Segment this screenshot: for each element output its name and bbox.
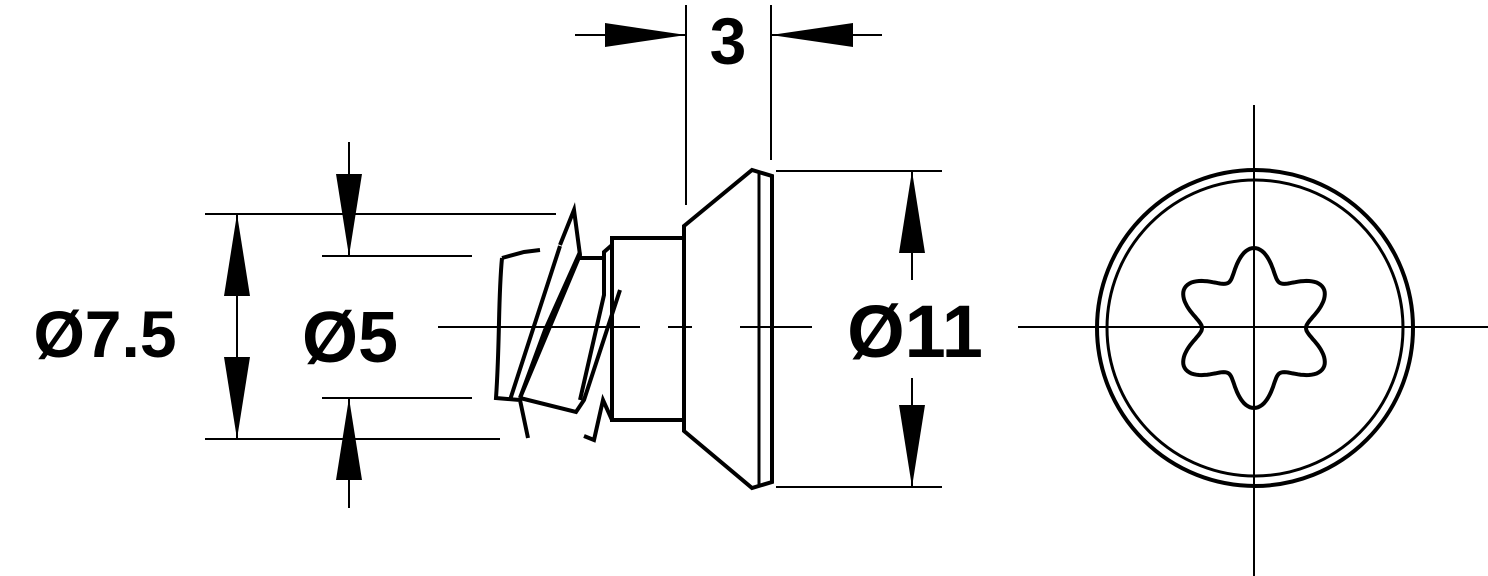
screw-head-profile (682, 167, 774, 491)
screw-side-view (493, 167, 774, 491)
head-thickness-dimension: 3 (575, 4, 882, 205)
head-diameter-label: Ø11 (847, 290, 983, 373)
core-diameter-label: Ø5 (302, 298, 398, 378)
arrow-left-pointing (771, 23, 853, 47)
shank-break-line (493, 257, 530, 439)
screw-shank (610, 236, 684, 422)
thread-helix-2 (519, 289, 622, 415)
arrow-down (336, 174, 362, 256)
head-diameter-dimension: Ø11 (776, 170, 983, 488)
core-diameter-dimension: Ø5 (302, 142, 472, 508)
arrow-up (336, 398, 362, 480)
thread-crest-second (501, 248, 541, 260)
thread-diameter-label: Ø7.5 (33, 297, 176, 371)
thread-helix-3 (508, 245, 562, 401)
arrow-right-pointing (605, 23, 686, 47)
thread-helix-1 (518, 251, 604, 399)
screw-end-view (1018, 105, 1488, 576)
torx-drive-recess-icon (1181, 245, 1327, 411)
arrow-up (899, 171, 925, 253)
head-inner-circle (1105, 178, 1405, 478)
head-outer-circle (1095, 168, 1415, 488)
arrow-up (224, 214, 250, 296)
arrow-down (899, 405, 925, 487)
thread-crest-first (518, 202, 583, 399)
arrow-down (224, 357, 250, 439)
thread-root (578, 258, 606, 401)
thread-flank-right (583, 243, 614, 443)
head-thickness-label: 3 (710, 4, 747, 78)
